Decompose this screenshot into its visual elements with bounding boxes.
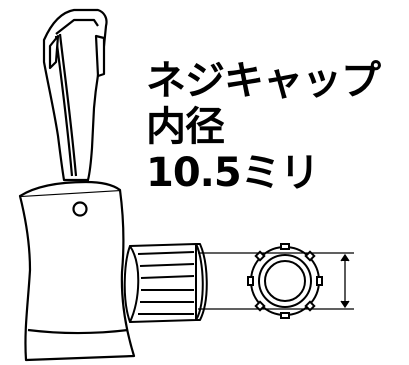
diameter-dimension-icon	[198, 252, 354, 310]
caption-line-screw-cap: ネジキャップ	[146, 58, 381, 104]
caption-line-inner-diameter: 内径	[146, 104, 225, 150]
threaded-cap-icon	[123, 243, 208, 323]
cap-end-view-icon	[247, 243, 323, 319]
caption-line-size: 10.5ミリ	[146, 150, 320, 196]
sprayer-body-icon	[18, 180, 136, 362]
cap-spec-caption: ネジキャップ 内径 10.5ミリ	[146, 58, 381, 196]
trigger-lever-icon	[42, 8, 108, 187]
